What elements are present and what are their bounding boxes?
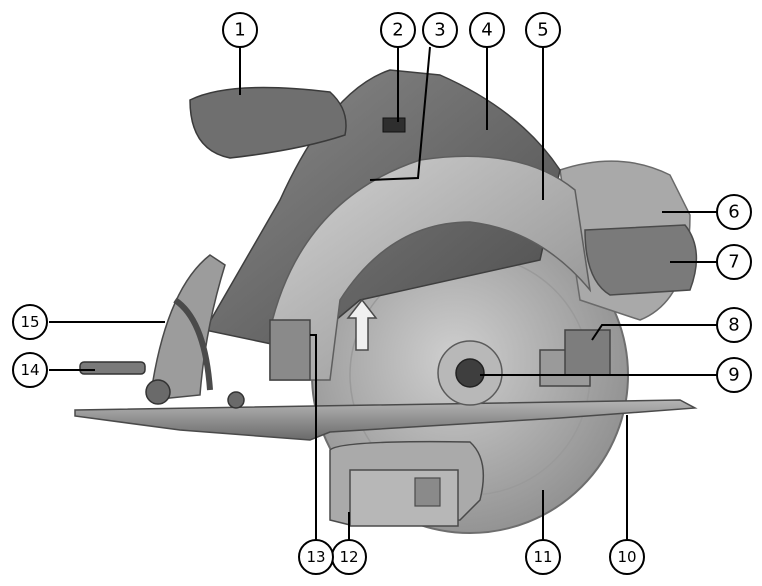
callout-12: 12 [331,539,367,575]
callout-9-label: 9 [728,365,739,386]
callout-12-label: 12 [339,548,358,566]
callout-14-label: 14 [20,361,39,379]
callout-6: 6 [716,194,752,230]
callout-9: 9 [716,357,752,393]
motor-housing [584,224,698,296]
callout-3: 3 [422,12,458,48]
saw-illustration [74,69,698,534]
callout-13: 13 [298,539,334,575]
callout-11-label: 11 [533,548,552,566]
callout-8: 8 [716,307,752,343]
callout-11: 11 [525,539,561,575]
callout-15-label: 15 [20,313,39,331]
callout-3-label: 3 [434,20,445,41]
callout-7: 7 [716,244,752,280]
upper-blade-guard [269,155,592,381]
base-plate [74,399,698,441]
callout-8-label: 8 [728,315,739,336]
callout-4-label: 4 [481,20,492,41]
lower-guard-lever [269,319,311,381]
direction-arrow [346,298,378,351]
callout-2-label: 2 [392,20,403,41]
callout-1: 1 [222,12,258,48]
callout-14: 14 [12,352,48,388]
leader-lines [49,46,717,540]
callout-5: 5 [525,12,561,48]
callout-5-label: 5 [537,20,548,41]
handle-grip [189,86,347,159]
callout-13-label: 13 [306,548,325,566]
bevel-knob [145,379,171,405]
callout-1-label: 1 [234,20,245,41]
callout-10-label: 10 [617,548,636,566]
callout-2: 2 [380,12,416,48]
arbor-bolt [455,358,485,388]
callout-7-label: 7 [728,252,739,273]
callout-6-label: 6 [728,202,739,223]
front-lever [79,361,146,375]
callout-4: 4 [469,12,505,48]
callout-10: 10 [609,539,645,575]
blade-lock [382,117,406,133]
callout-15: 15 [12,304,48,340]
